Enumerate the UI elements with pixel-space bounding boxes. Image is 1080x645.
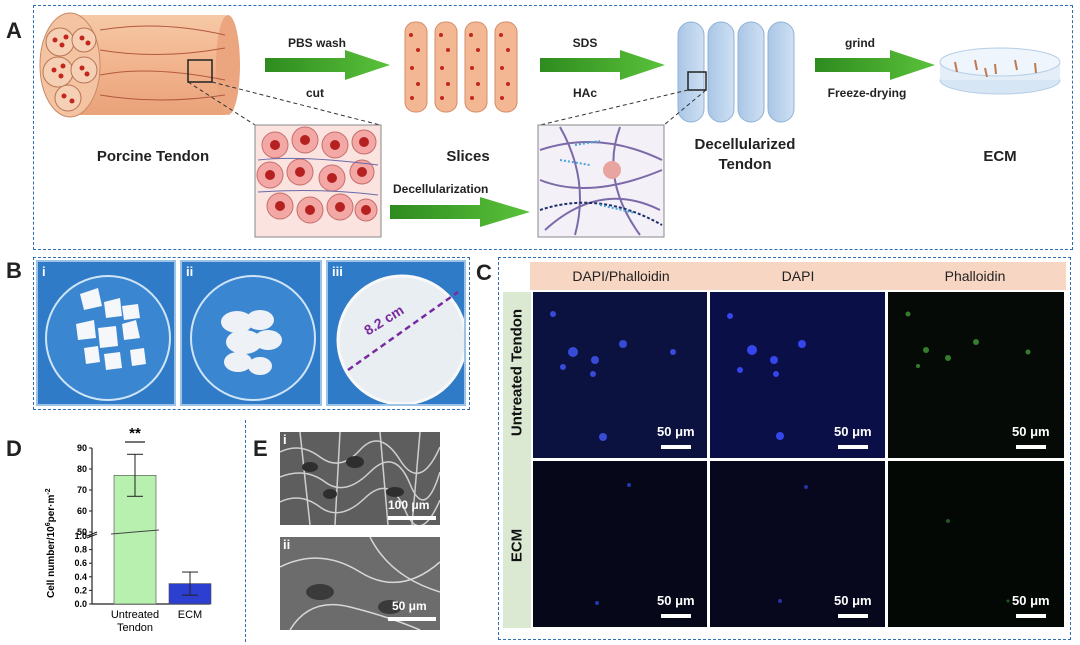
scale-label: 50 μm <box>1012 593 1050 608</box>
decellularized-discs-illustration <box>539 21 795 126</box>
y-tick-label: 60 <box>77 506 87 516</box>
ecm-disk-illustration <box>939 47 1061 95</box>
panel-e-letter: E <box>253 436 268 461</box>
photo-b-iii: iii 8.2 cm <box>326 260 466 406</box>
scale-bar <box>1016 614 1046 618</box>
panel-d-letter: D <box>6 436 22 461</box>
photo-b-i: i <box>36 260 176 406</box>
scale-bar <box>838 445 868 449</box>
micrograph-ecm-phalloidin: 50 μm <box>888 461 1064 627</box>
slices-illustration <box>404 21 518 113</box>
sem-scale-label-i: 100 μm <box>388 498 430 512</box>
porcine-tendon-illustration <box>39 12 381 126</box>
panel-c-frame <box>498 257 1071 640</box>
scale-label: 50 μm <box>834 593 872 608</box>
panel-b-letter: B <box>6 258 22 283</box>
stage-slices: Slices <box>446 148 490 165</box>
decellularized-tissue-microstructure <box>537 124 665 238</box>
column-header-dapi: DAPI <box>781 268 815 284</box>
scale-bar <box>661 614 691 618</box>
native-tissue-microstructure <box>254 124 382 238</box>
column-header-dapi-phalloidin: DAPI/Phalloidin <box>572 268 670 284</box>
sem-image-ii: ii 50 μm <box>280 537 440 630</box>
micrograph-untreated-dapi: 50 μm <box>710 292 885 458</box>
stage-tendon: Tendon <box>718 156 772 173</box>
scale-bar <box>1016 445 1046 449</box>
scale-bar <box>838 614 868 618</box>
arrow-3 <box>815 50 935 80</box>
axis-break-mark <box>86 531 98 537</box>
caption-b-i: i <box>42 264 46 279</box>
panel-b-frame <box>33 257 470 410</box>
arrow-3-label-bottom: Freeze-drying <box>827 86 907 100</box>
decellularization-label: Decellularization <box>393 182 489 196</box>
arrow-1 <box>265 50 390 80</box>
panel-a-frame <box>33 5 1073 250</box>
y-tick-label: 80 <box>77 464 87 474</box>
decellularization-arrow <box>390 197 530 227</box>
caption-b-iii: iii <box>332 264 343 279</box>
x-tick-label: ECM <box>178 609 202 621</box>
y-tick-label: 0.4 <box>74 572 87 582</box>
y-tick-label: 0.2 <box>74 585 87 595</box>
y-tick-label: 0.0 <box>74 599 87 609</box>
ecm-disk-photo <box>336 274 464 404</box>
arrow-1-label-top: PBS wash <box>287 36 347 50</box>
panel-c-letter: C <box>476 260 492 285</box>
stage-decellularized: Decellularized <box>694 136 796 153</box>
panel-a-schematic <box>39 12 1061 238</box>
arrow-2-label-top: SDS <box>572 36 598 50</box>
stage-porcine-tendon: Porcine Tendon <box>96 148 210 165</box>
scale-label: 50 μm <box>834 424 872 439</box>
significance-label: ** <box>129 425 141 442</box>
sem-image-i: i 100 μm <box>280 432 440 525</box>
row-header-ecm: ECM <box>508 528 526 563</box>
caption-e-i: i <box>283 432 287 447</box>
row-header-bar <box>503 292 531 628</box>
petri-dish-pieces-i <box>45 275 171 401</box>
row-header-untreated-tendon: Untreated Tendon <box>508 308 526 437</box>
x-tick-label: Tendon <box>117 622 153 634</box>
stage-ecm: ECM <box>983 148 1017 165</box>
y-tick-label: 0.6 <box>74 558 87 568</box>
photo-b-ii: ii <box>180 260 322 406</box>
y-tick-label: 90 <box>77 443 87 453</box>
panel-a-letter: A <box>6 18 22 43</box>
bar-break-mark <box>110 529 160 535</box>
caption-e-ii: ii <box>283 537 291 552</box>
micrograph-ecm-merge: 50 μm <box>533 461 707 627</box>
scale-bar <box>661 445 691 449</box>
y-tick-label: 70 <box>77 485 87 495</box>
scale-label: 50 μm <box>657 593 695 608</box>
scale-label: 50 μm <box>1012 424 1050 439</box>
sem-scale-bar-i <box>388 516 436 520</box>
y-axis-label: Cell number/106per·m-2 <box>45 488 57 598</box>
column-header-bar <box>530 262 1066 290</box>
column-header-phalloidin: Phalloidin <box>944 268 1006 284</box>
arrow-3-label-top: grind <box>845 36 875 50</box>
arrow-2 <box>540 50 665 80</box>
sem-scale-bar-ii <box>388 617 436 621</box>
y-tick-label: 0.8 <box>74 545 87 555</box>
caption-b-ii: ii <box>186 264 194 279</box>
y-tick-label: 1.0 <box>74 531 87 541</box>
micrograph-ecm-dapi: 50 μm <box>710 461 885 627</box>
sem-scale-label-ii: 50 μm <box>392 599 427 613</box>
arrow-1-label-bottom: cut <box>306 86 324 100</box>
x-tick-label: Untreated <box>111 609 159 621</box>
panel-divider <box>245 420 246 642</box>
micrograph-untreated-merge: 50 μm <box>533 292 707 458</box>
micrograph-untreated-phalloidin: 50 μm <box>888 292 1064 458</box>
y-tick-label: 50 <box>77 527 87 537</box>
petri-dish-pieces-ii <box>190 275 316 401</box>
scale-label: 50 μm <box>657 424 695 439</box>
arrow-2-label-bottom: HAc <box>572 86 597 100</box>
